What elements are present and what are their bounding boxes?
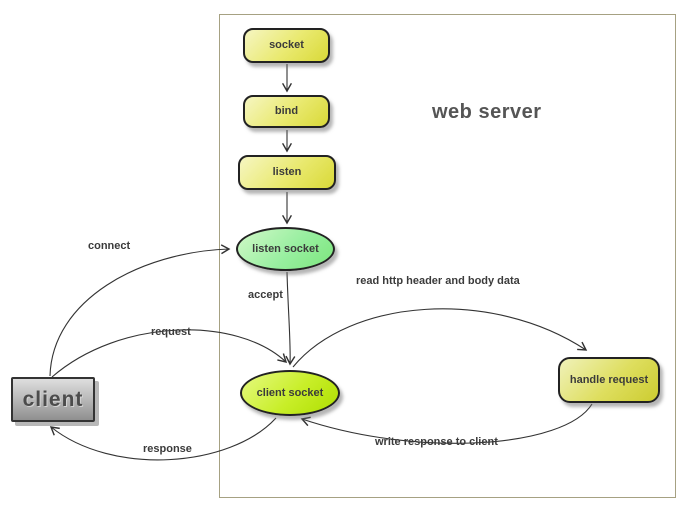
node-client: client: [11, 377, 95, 422]
node-bind: bind: [243, 95, 330, 128]
node-client-socket: client socket: [240, 370, 340, 416]
node-listen: listen: [238, 155, 336, 190]
edge-label-accept: accept: [248, 289, 283, 301]
web-server-title: web server: [432, 101, 542, 123]
edge-label-read: read http header and body data: [356, 275, 520, 287]
node-client-socket-label: client socket: [256, 386, 324, 399]
node-socket-label: socket: [269, 39, 304, 51]
node-client-label: client: [22, 388, 84, 411]
node-listen-label: listen: [272, 166, 302, 178]
edge-label-write: write response to client: [375, 436, 498, 448]
edge-label-request: request: [151, 326, 191, 338]
edge-label-connect: connect: [88, 240, 131, 252]
node-handle-request: handle request: [558, 357, 660, 403]
node-listen-socket-label: listen socket: [252, 242, 319, 255]
node-bind-label: bind: [274, 105, 299, 117]
edge-label-response: response: [143, 443, 192, 455]
node-handle-request-label: handle request: [569, 373, 649, 386]
node-listen-socket: listen socket: [236, 227, 335, 271]
node-socket: socket: [243, 28, 330, 63]
edge-connect: [49, 244, 231, 377]
